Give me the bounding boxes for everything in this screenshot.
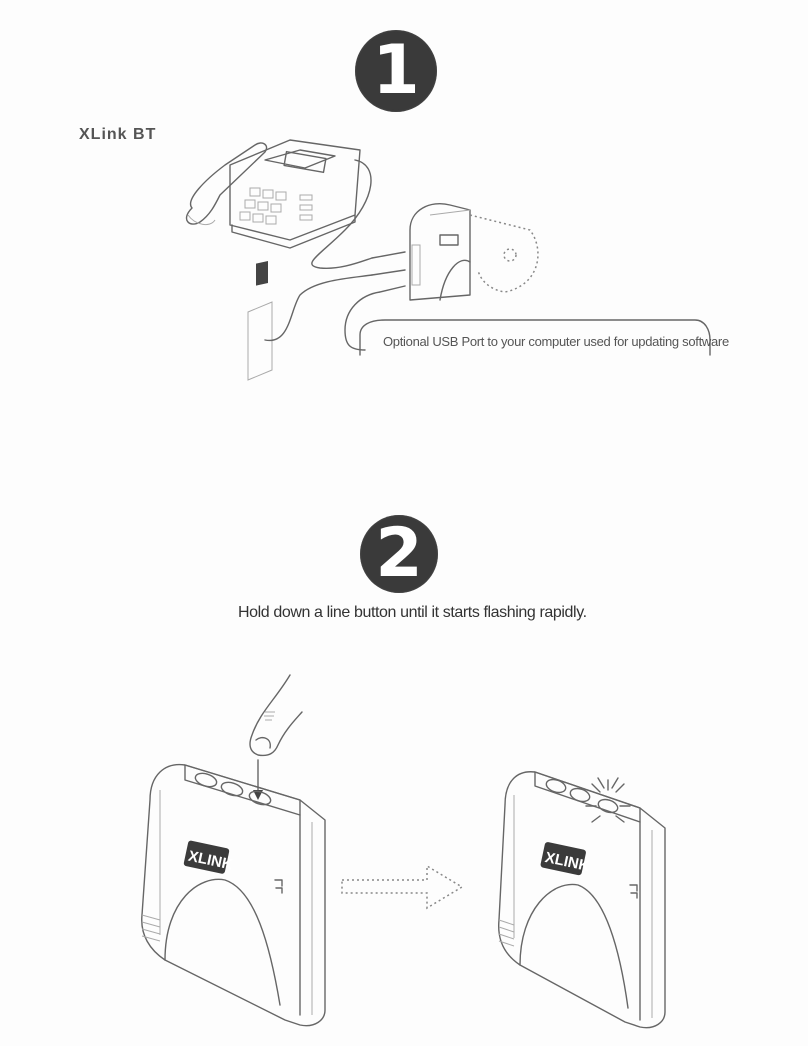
model-label: XLink BT xyxy=(79,126,157,143)
finger-icon xyxy=(249,674,303,800)
xlink-device-left: XLINK xyxy=(141,763,326,1027)
xlink-unit-icon xyxy=(344,203,539,351)
telephone-icon xyxy=(185,139,373,270)
step-1-illustration xyxy=(185,139,711,381)
step-2-instruction: Hold down a line button until it starts … xyxy=(238,604,587,621)
step-2-number: 2 xyxy=(375,514,423,593)
xlink-device-right: XLINK xyxy=(498,771,666,1029)
callout-bubble xyxy=(359,319,711,356)
transition-arrow-icon xyxy=(341,864,464,910)
usb-port-callout: Optional USB Port to your computer used … xyxy=(383,334,729,349)
step-1-badge: 1 xyxy=(355,30,437,112)
flashing-light-icon xyxy=(585,777,631,823)
step-2-badge: 2 xyxy=(360,515,438,593)
step-1-number: 1 xyxy=(372,31,420,110)
wall-jack-icon xyxy=(247,261,373,381)
